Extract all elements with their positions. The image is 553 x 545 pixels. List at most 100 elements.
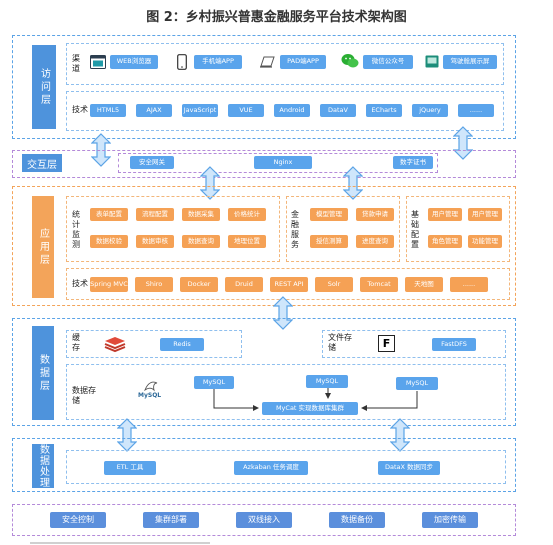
basic-config-item: 用户管理	[428, 208, 462, 221]
finance-panel	[286, 196, 400, 262]
app-tech-item: ......	[450, 277, 488, 292]
app-tech-item: Tomcat	[360, 277, 398, 292]
finance-label: 金融服务	[291, 210, 299, 249]
double-arrow-icon	[200, 166, 220, 200]
access-layer-label: 访问层	[32, 45, 56, 129]
double-arrow-icon	[343, 166, 363, 200]
mysql-node-2: MySQL	[306, 375, 348, 388]
stats-panel	[66, 196, 280, 262]
basic-config-item: 功能管理	[468, 235, 502, 248]
mysql-logo: MySQL	[138, 392, 162, 399]
cache-panel	[66, 330, 242, 358]
redis: Redis	[160, 338, 204, 351]
page-title: 图 2：乡村振兴普惠金融服务平台技术架构图	[146, 10, 407, 25]
stats-item: 数据查询	[182, 235, 220, 248]
double-arrow-icon	[117, 418, 137, 452]
channel-pad-app: PAD端APP	[280, 55, 326, 69]
stats-item: 数据校验	[90, 235, 128, 248]
channel-web: WEB浏览器	[110, 55, 158, 69]
security-item: 安全控制	[50, 512, 106, 528]
app-tech-label: 技术	[72, 279, 88, 288]
mysql-node-3: MySQL	[396, 377, 438, 390]
interaction-layer	[12, 150, 516, 178]
app-tech-item: 天地图	[405, 277, 443, 292]
browser-icon	[90, 55, 106, 69]
security-item: 双线接入	[236, 512, 292, 528]
data-layer-label: 数据层	[32, 326, 54, 420]
processing-layer	[12, 438, 516, 492]
data-layer	[12, 318, 516, 426]
app-tech-item: Spring MVC	[90, 277, 128, 292]
security-item: 加密传输	[422, 512, 478, 528]
dolphin-icon	[144, 380, 158, 392]
access-tech-item: DataV	[320, 104, 356, 117]
channel-dashboard-screen: 驾驶舱展示屏	[443, 55, 497, 69]
access-tech-item: jQuery	[412, 104, 448, 117]
redis-icon	[104, 335, 126, 353]
app-tech-panel	[66, 268, 510, 300]
mycat-cluster: MyCat 实现数据库集群	[262, 402, 358, 415]
double-arrow-icon	[273, 296, 293, 330]
fastdfs-logo: F	[378, 335, 395, 352]
access-tech-panel	[66, 91, 504, 131]
stats-item: 表单配置	[90, 208, 128, 221]
mysql-connectors	[213, 388, 418, 411]
double-arrow-icon	[453, 126, 473, 160]
stats-item: 地理位置	[228, 235, 266, 248]
security-item: 数据备份	[329, 512, 385, 528]
interaction-panel	[118, 153, 438, 173]
stats-item: 数据采集	[182, 208, 220, 221]
file-storage-panel	[322, 330, 506, 358]
application-layer	[12, 186, 516, 306]
azkaban-scheduler: Azkaban 任务调度	[234, 461, 308, 475]
channel-mobile-app: 手机端APP	[194, 55, 242, 69]
channel-panel	[66, 43, 504, 85]
stats-item: 流程配置	[136, 208, 174, 221]
channel-label: 渠道	[72, 54, 80, 73]
basic-config-label: 基础配置	[411, 210, 419, 249]
security-gateway: 安全网关	[130, 156, 174, 169]
data-storage-label: 数据存储	[72, 386, 96, 405]
app-tech-item: Druid	[225, 277, 263, 292]
pad-icon	[259, 55, 275, 69]
access-tech-label: 技术	[72, 105, 88, 114]
wechat-icon	[341, 53, 359, 69]
finance-item: 授信测算	[310, 235, 348, 248]
datax-sync: DataX 数据同步	[378, 461, 440, 475]
processing-layer-label: 数据处理	[32, 444, 54, 488]
basic-config-panel	[406, 196, 510, 262]
access-tech-item: Android	[274, 104, 310, 117]
processing-panel	[66, 450, 506, 484]
finance-item: 进度查询	[356, 235, 394, 248]
access-tech-item: AJAX	[136, 104, 172, 117]
app-tech-item: Shiro	[135, 277, 173, 292]
double-arrow-icon	[390, 418, 410, 452]
cache-label: 缓存	[72, 333, 80, 352]
access-layer	[12, 35, 516, 139]
page-bottom-line	[30, 542, 210, 544]
security-layer	[12, 504, 516, 536]
access-tech-item: ECharts	[366, 104, 402, 117]
mysql-node-1: MySQL	[194, 376, 234, 389]
app-tech-item: REST API	[270, 277, 308, 292]
data-storage-panel	[66, 364, 506, 420]
basic-config-item: 用户管理	[468, 208, 502, 221]
stats-label: 统计监测	[72, 210, 80, 249]
finance-item: 模型管理	[310, 208, 348, 221]
stats-item: 价格统计	[228, 208, 266, 221]
stats-item: 数据审核	[136, 235, 174, 248]
mobile-icon	[177, 54, 187, 70]
access-tech-item: JavaScript	[182, 104, 218, 117]
finance-item: 贷款申请	[356, 208, 394, 221]
access-tech-item: ......	[458, 104, 494, 117]
app-tech-item: Solr	[315, 277, 353, 292]
channel-wechat: 微信公众号	[363, 55, 413, 69]
security-item: 集群部署	[143, 512, 199, 528]
interaction-layer-label: 交互层	[22, 154, 62, 172]
etl-tool: ETL 工具	[104, 461, 156, 475]
access-tech-item: VUE	[228, 104, 264, 117]
app-tech-item: Docker	[180, 277, 218, 292]
dashboard-screen-icon	[425, 55, 439, 68]
access-tech-item: HTML5	[90, 104, 126, 117]
digital-certificate: 数字证书	[393, 156, 433, 169]
